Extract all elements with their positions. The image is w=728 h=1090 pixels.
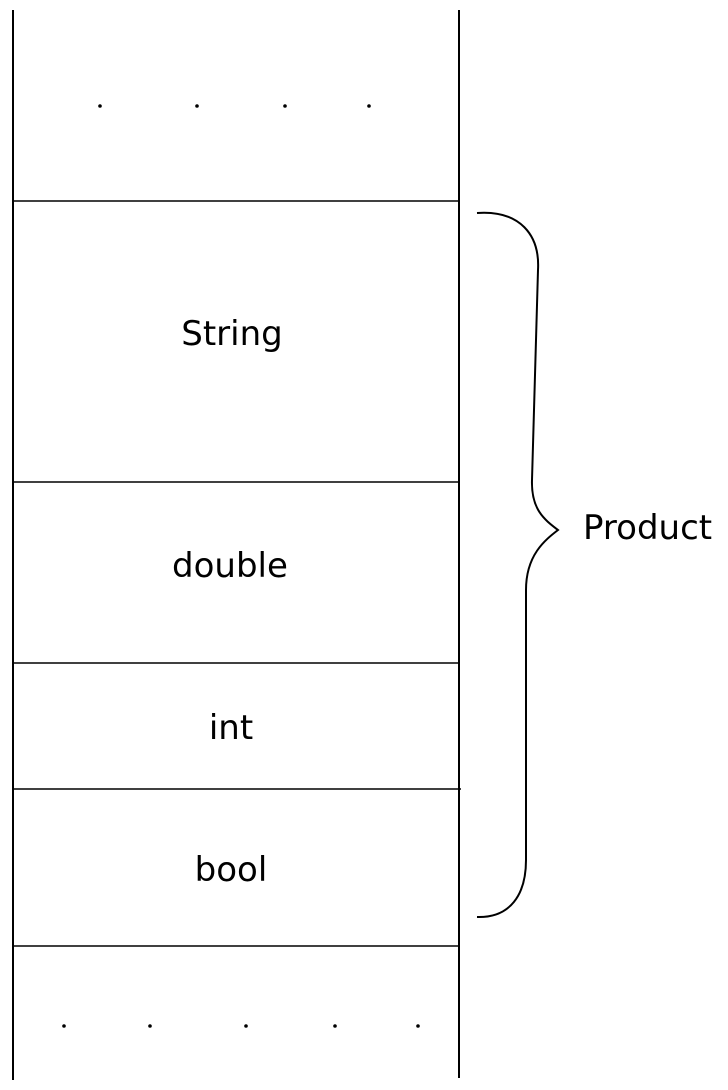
cell-label-string: String xyxy=(181,314,282,354)
cell-label-int: int xyxy=(209,708,253,748)
ellipsis-bottom xyxy=(62,1024,420,1028)
curly-brace xyxy=(476,211,560,919)
cell-label-bool: bool xyxy=(195,850,268,890)
group-label-product: Product xyxy=(583,508,712,548)
ellipsis-top xyxy=(98,104,371,108)
cell-label-double: double xyxy=(172,546,288,586)
